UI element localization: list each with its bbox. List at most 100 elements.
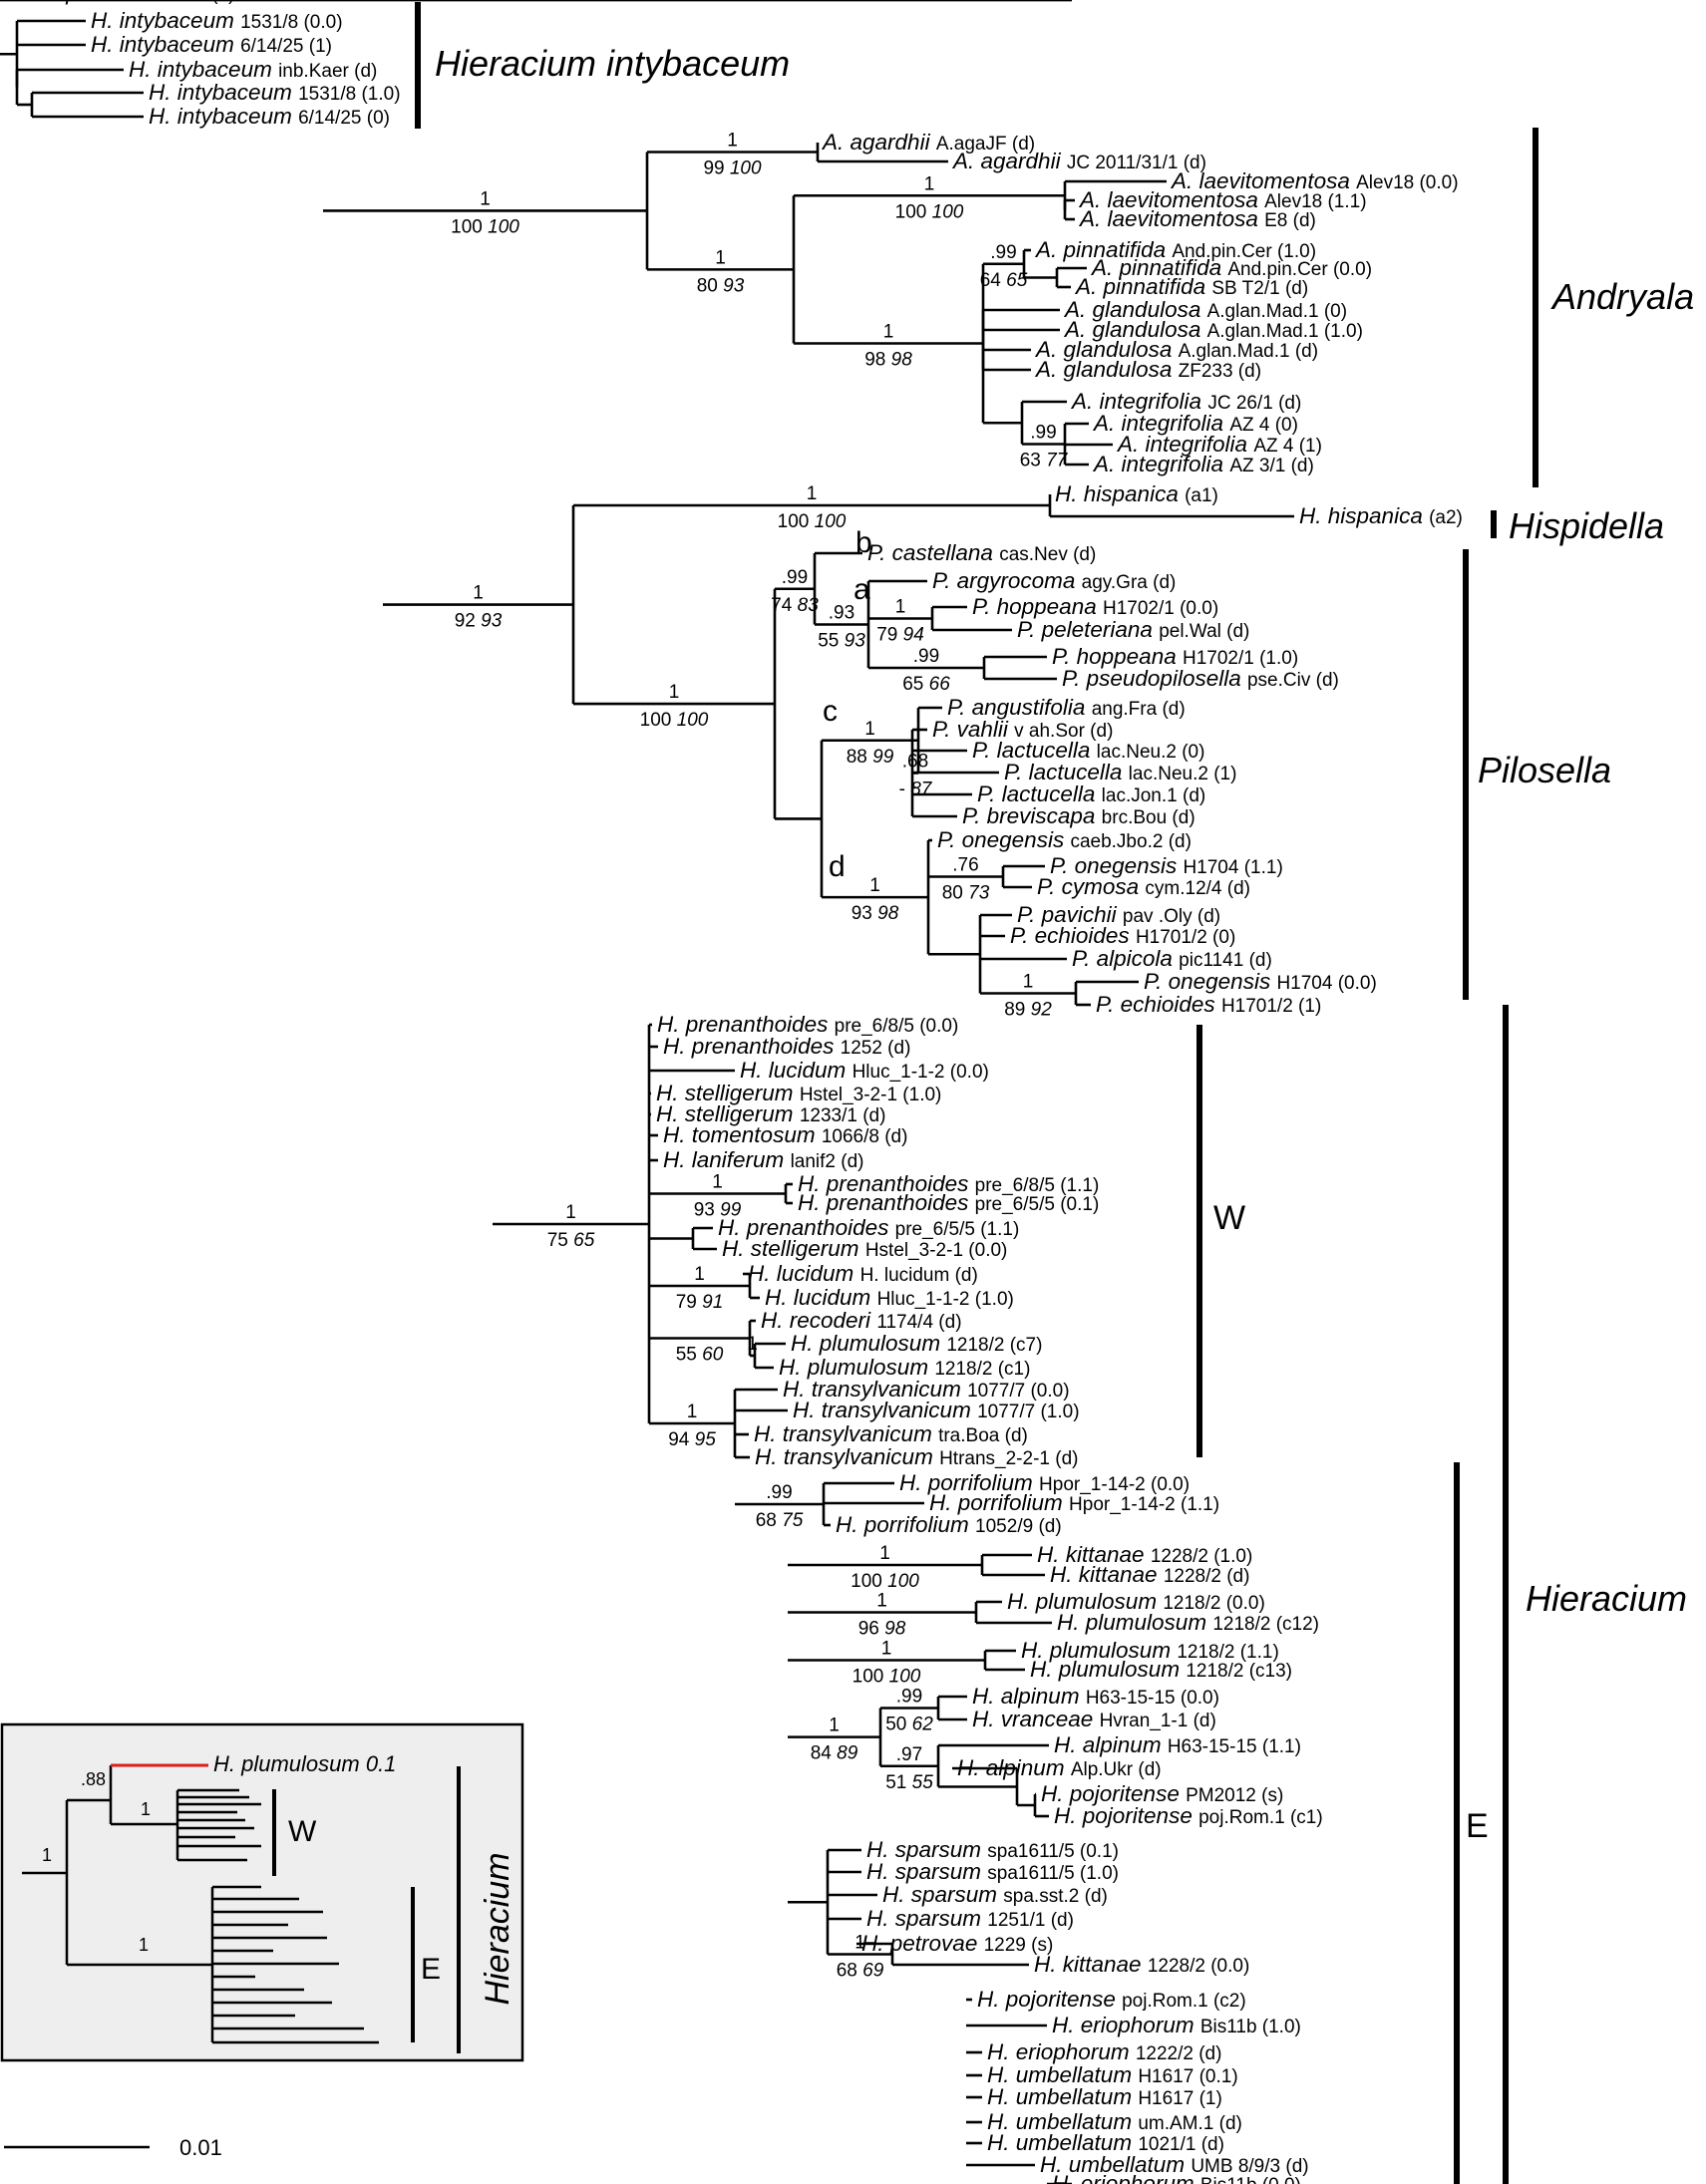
tip-genus: H.	[1040, 2152, 1069, 2177]
tip-genus: H.	[718, 1215, 747, 1240]
tip-accession: 1222/2 (d)	[1136, 2043, 1222, 2064]
tip-genus: H.	[987, 2062, 1016, 2087]
tip-species: intybaceum	[120, 8, 240, 33]
tip-species: transylvanicum	[783, 1421, 938, 1446]
inset-highlight-label: H. plumulosum 0.1	[213, 1751, 396, 1776]
tip-species: plumulosum	[1058, 1657, 1187, 1682]
support-pp: .99	[990, 242, 1016, 263]
support-pp: .99	[896, 1687, 922, 1708]
tip-label: H. plumulosum 1218/2 (c13)	[1030, 1657, 1292, 1682]
tip-accession: caeb.Jbo.2 (d)	[1070, 831, 1191, 852]
tip-species: integrifolia	[1100, 389, 1208, 414]
tip-species: sparsum	[895, 1837, 988, 1862]
tip-accession: H1617 (0.1)	[1138, 2066, 1237, 2087]
node-letters: b a c d	[823, 526, 872, 883]
tip-genus: A.	[1034, 357, 1064, 382]
inset-background	[0, 1722, 524, 2062]
tip-species: agardhii	[851, 130, 936, 155]
clade-label-w: W	[1213, 1199, 1245, 1237]
tip-label: H. tomentosum 1066/8 (d)	[663, 1122, 907, 1147]
node-letter-a: a	[853, 573, 870, 606]
tip-accession: pre_6/8/5 (1.1)	[975, 1175, 1100, 1196]
tip-accession: JC 26/1 (d)	[1207, 393, 1301, 414]
scale-bar: 0.01	[4, 2135, 222, 2160]
tip-accession: UMB 8/9/3 (d)	[1191, 2156, 1308, 2177]
tip-genus: P.	[937, 827, 962, 852]
support-bs: 100 100	[451, 216, 519, 237]
tip-genus: H.	[0, 0, 29, 5]
tip-label: P. onegensis H1704 (0.0)	[1144, 969, 1377, 994]
tip-accession: 1174/4 (d)	[876, 1312, 961, 1333]
tip-genus: H.	[987, 2130, 1016, 2155]
support-pp: .87	[1006, 0, 1032, 5]
support-pp: 1	[924, 173, 935, 194]
tip-genus: H.	[798, 1171, 827, 1196]
tip-label: H. stelligerum Hstel_3-2-1 (0.0)	[722, 1236, 1007, 1261]
tip-species: glandulosa	[1064, 337, 1179, 362]
tip-genus: H.	[754, 1421, 783, 1446]
support-bs: 79 91	[676, 1292, 724, 1313]
tip-genus: P.	[1004, 760, 1029, 784]
clade-label-andryala: Andryala	[1550, 276, 1694, 317]
support-pp: 1	[864, 719, 875, 740]
tip-label: H. plumulosum 1218/2 (c12)	[1057, 1610, 1319, 1635]
tip-species: plumulosum	[807, 1355, 935, 1380]
tip-genus: A.	[1070, 389, 1100, 414]
support-bs: 92 93	[455, 611, 503, 632]
tip-species: glandulosa	[1064, 357, 1179, 382]
tip-accession: H1704 (0.0)	[1276, 973, 1376, 994]
tip-label: P. lactucella lac.Neu.2 (1)	[1004, 760, 1236, 784]
support-bs: 98 98	[590, 0, 638, 5]
tip-species: alpinum	[1083, 1732, 1168, 1757]
tip-species: pojoritense	[1069, 1781, 1186, 1806]
support-bs: 75 65	[547, 1230, 595, 1251]
tip-accession: H1702/1 (1.0)	[1183, 648, 1298, 669]
tip-genus: H.	[779, 1355, 808, 1380]
tip-label: H. lucidum Hluc_1-1-2 (1.0)	[765, 1285, 1014, 1310]
tip-label: H. sparsum spa1611/5 (1.0)	[866, 1859, 1119, 1884]
tip-accession: poj.Rom.1 (c2)	[1122, 1991, 1246, 2012]
tip-label: A. integrifolia AZ 3/1 (d)	[1092, 452, 1314, 476]
tip-label: H. lucidum Hluc_1-1-2 (0.0)	[740, 1058, 989, 1083]
tip-accession: 1218/2 (0.0)	[1163, 1593, 1264, 1614]
tip-species: pinnatifida	[1103, 274, 1212, 299]
support-bs: 55 93	[818, 631, 865, 652]
tip-accession: 1229 (s)	[984, 1935, 1054, 1956]
tip-species: lactucella	[1002, 781, 1102, 806]
support-pp: 1	[807, 483, 818, 504]
support-bs: 88 99	[847, 747, 894, 768]
tip-accession: ZF233 (d)	[1179, 361, 1261, 382]
tip-accession: Hpor_1-14-2 (0.0)	[1039, 1474, 1190, 1495]
tip-accession: E8 (d)	[1264, 210, 1316, 231]
tip-label: H. alpinum H63-15-15 (0.0)	[972, 1684, 1219, 1709]
tip-genus: H.	[1057, 1610, 1086, 1635]
tip-accession: 1228/2 (d)	[1164, 1566, 1250, 1587]
tip-accession: H1617 (1)	[1138, 2088, 1222, 2109]
tip-label: A. laevitomentosa Alev18 (1.1)	[1078, 187, 1367, 212]
tip-accession: AZ 4 (1)	[1253, 436, 1322, 457]
tip-label: P. lactucella lac.Jon.1 (d)	[977, 781, 1205, 806]
tip-species: petrovae	[889, 1931, 984, 1956]
tip-genus: H.	[987, 2039, 1016, 2064]
tip-genus: H.	[1299, 503, 1328, 528]
tip-label: H. plumulosum 1218/2 (0.0)	[1007, 1589, 1265, 1614]
tip-species: umbellatum	[1016, 2130, 1139, 2155]
tip-genus: H.	[866, 1837, 895, 1862]
tip-label: P. pseudopilosella pse.Civ (d)	[1062, 666, 1339, 691]
support-pp: 1	[473, 583, 484, 604]
inset-support-root: 1	[42, 1845, 52, 1865]
tip-species: integrifolia	[1122, 452, 1230, 476]
tip-species: pinnatifida	[1063, 237, 1173, 262]
support-pp: 1	[433, 0, 444, 5]
support-bs: 64 65	[980, 270, 1028, 291]
tip-genus: A.	[1092, 452, 1122, 476]
tip-label: H. hispanica (a2)	[1299, 503, 1463, 528]
tip-species: hoppeana	[1077, 644, 1183, 669]
tip-label: H. transylvanicum 1077/7 (1.0)	[793, 1398, 1080, 1422]
node-letter-b: b	[855, 526, 872, 559]
tip-accession: lac.Neu.2 (0)	[1097, 742, 1205, 763]
tip-species: alpinum	[1001, 1684, 1086, 1709]
tip-genus: A.	[1090, 255, 1120, 280]
tip-label: A. glandulosa A.glan.Mad.1 (0)	[1063, 297, 1347, 322]
